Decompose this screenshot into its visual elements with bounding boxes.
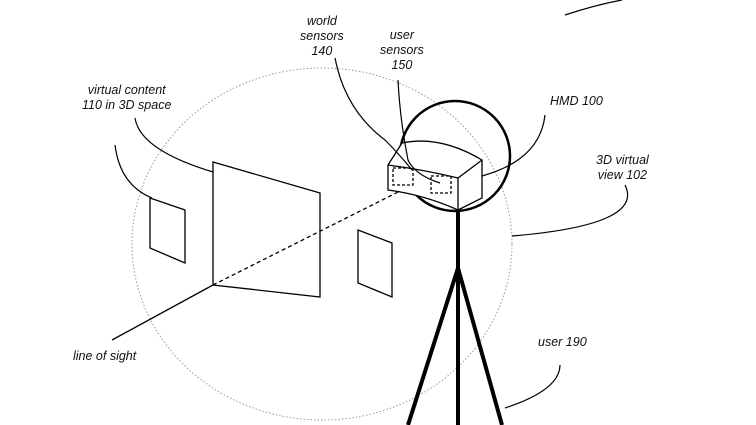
label-user: user 190	[538, 335, 587, 349]
label-line: 140	[311, 44, 333, 58]
label-line: user	[389, 28, 415, 42]
leader-lines	[114, 0, 629, 409]
label-virtual-content: virtual content 110 in 3D space	[82, 83, 171, 113]
label-line: virtual content	[87, 83, 166, 97]
virtual-panel-left	[149, 197, 186, 264]
line-of-sight-dashed	[212, 184, 413, 286]
line-of-sight-solid	[111, 284, 214, 341]
label-virtual-view: 3D virtual view 102	[596, 153, 649, 183]
user-body	[406, 211, 504, 425]
label-line: sensors	[300, 29, 344, 43]
label-line: 110 in 3D space	[82, 98, 172, 112]
label-user-sensors: user sensors 150	[380, 28, 424, 73]
label-line: world	[306, 14, 337, 28]
label-line: 3D virtual	[596, 153, 649, 167]
virtual-panel-main	[212, 161, 321, 298]
label-hmd: HMD 100	[550, 94, 603, 108]
virtual-panel-right	[357, 229, 393, 298]
hmd-device	[387, 140, 483, 211]
virtual-view-boundary	[131, 67, 513, 421]
label-line-of-sight: line of sight	[73, 349, 137, 363]
label-line: sensors	[380, 43, 424, 57]
label-line: 150	[391, 58, 413, 72]
label-line: view 102	[597, 168, 648, 182]
label-world-sensors: world sensors 140	[300, 14, 344, 59]
